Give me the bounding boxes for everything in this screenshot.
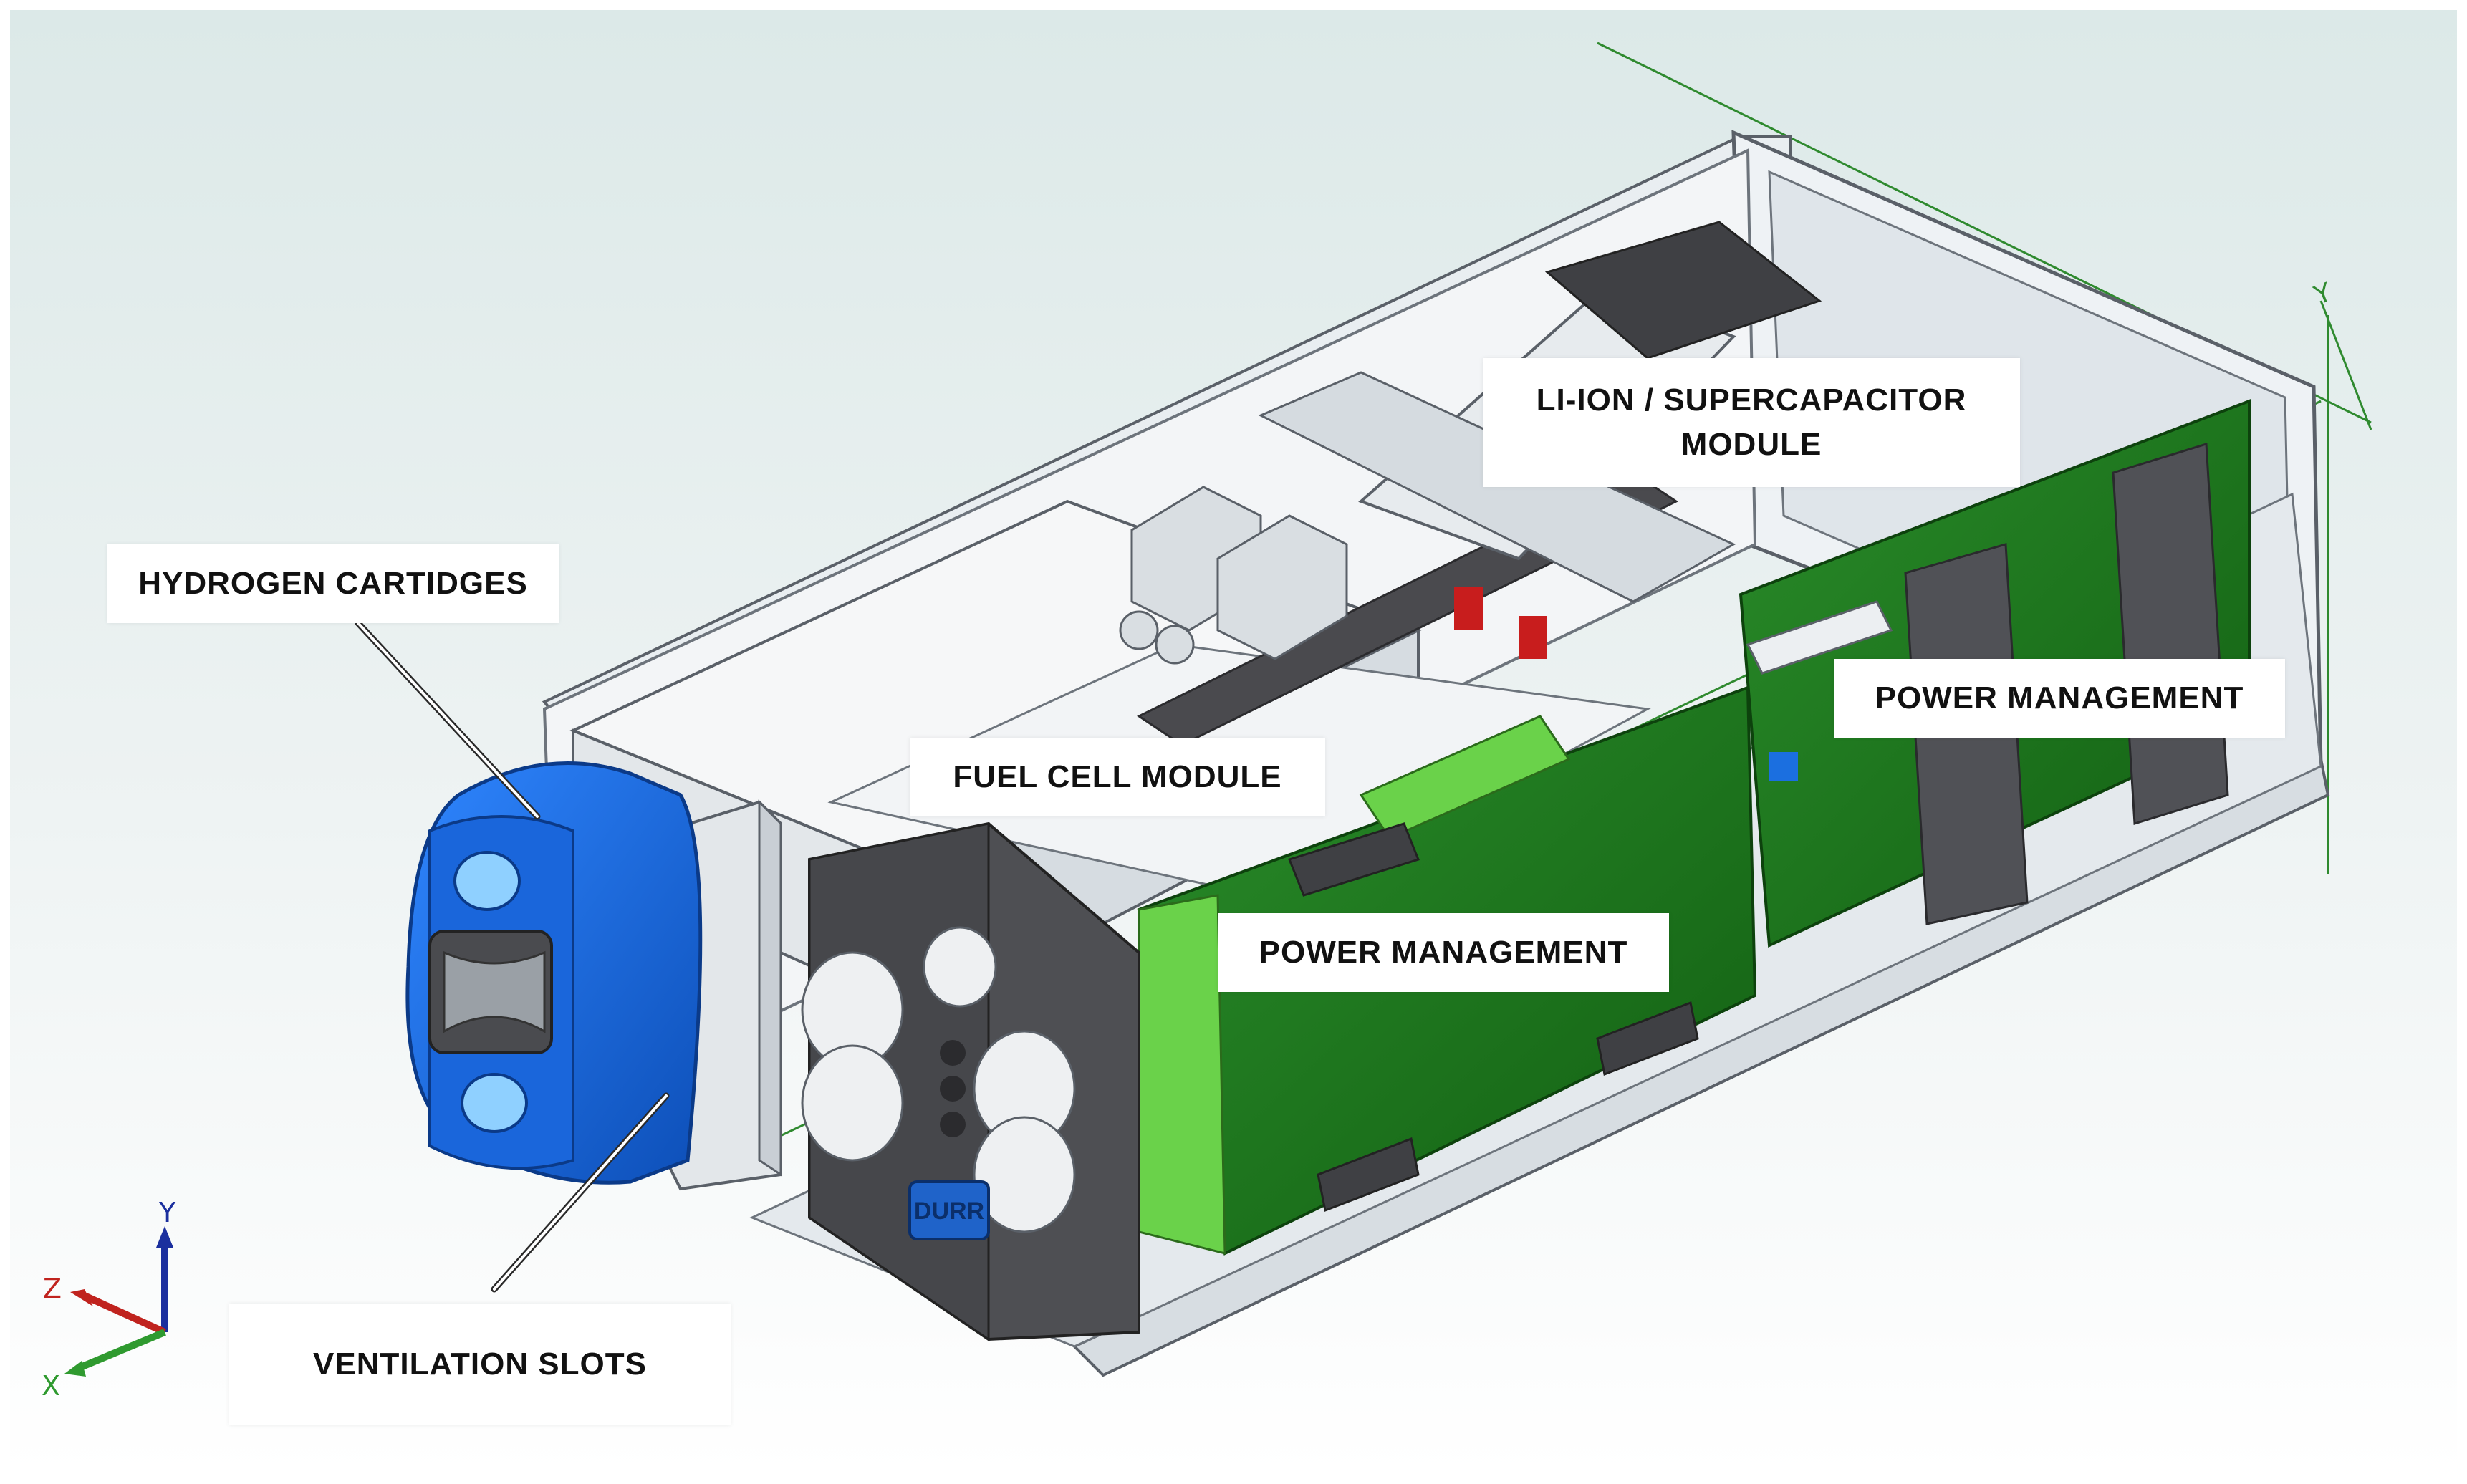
y-axis-label: Y — [158, 1197, 176, 1228]
label-hydrogen-cartridges: HYDROGEN CARTIDGES — [107, 544, 559, 623]
label-power-management-right-text: POWER MANAGEMENT — [1875, 680, 2244, 716]
z-axis-arrow — [84, 1293, 167, 1336]
label-power-management-center-text: POWER MANAGEMENT — [1259, 935, 1628, 970]
label-li-ion-line2: MODULE — [1680, 427, 1822, 462]
label-power-management-right: POWER MANAGEMENT — [1834, 659, 2285, 738]
label-hydrogen-cartridges-text: HYDROGEN CARTIDGES — [138, 566, 528, 601]
axis-triad: Y Z X — [42, 1197, 176, 1402]
x-axis-arrow — [77, 1329, 166, 1372]
z-axis-label: Z — [43, 1273, 62, 1304]
front-connector-plate: DURR — [801, 822, 1140, 1341]
label-fuel-cell-module: FUEL CELL MODULE — [910, 738, 1325, 816]
label-power-management-center: POWER MANAGEMENT — [1218, 913, 1669, 992]
label-ventilation-slots-text: VENTILATION SLOTS — [313, 1346, 647, 1382]
label-li-ion-line1: LI-ION / SUPERCAPACITOR — [1536, 382, 1967, 418]
label-ventilation-slots: VENTILATION SLOTS — [229, 1304, 731, 1425]
label-fuel-cell-module-text: FUEL CELL MODULE — [953, 759, 1282, 794]
x-axis-label: X — [42, 1370, 60, 1402]
hydrogen-cartridge — [405, 761, 703, 1185]
connector-marking: DURR — [914, 1198, 984, 1225]
label-li-ion-supercapacitor: LI-ION / SUPERCAPACITOR MODULE — [1483, 358, 2020, 487]
fluid-connectors — [1119, 486, 1348, 665]
